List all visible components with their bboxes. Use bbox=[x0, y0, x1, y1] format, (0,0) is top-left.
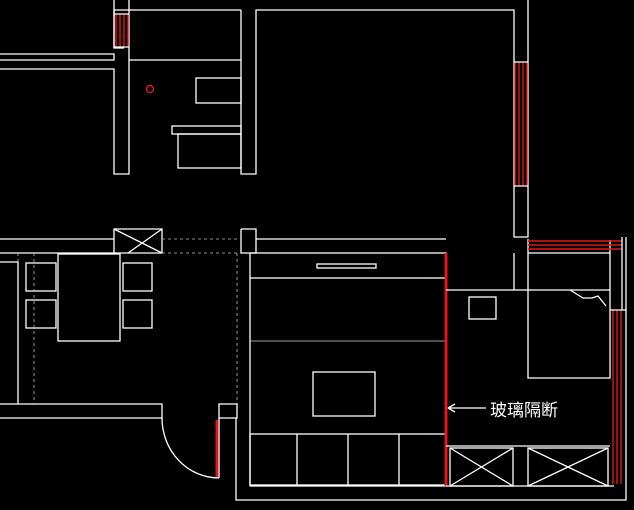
wardrobes bbox=[446, 447, 614, 487]
top-left-walls bbox=[0, 0, 529, 238]
bedroom-window bbox=[528, 237, 627, 501]
arrow-left-icon bbox=[447, 403, 486, 413]
lower-left-walls bbox=[0, 403, 614, 501]
bathroom-fixtures bbox=[145, 77, 242, 169]
window-left bbox=[114, 13, 129, 48]
window-right bbox=[514, 61, 528, 187]
nightstand bbox=[468, 296, 497, 320]
middle-walls bbox=[0, 228, 611, 254]
dining-set bbox=[25, 253, 153, 342]
bedroom-walls bbox=[446, 253, 611, 447]
glass-partition-annotation: 玻璃隔断 bbox=[447, 401, 558, 421]
bed bbox=[527, 253, 611, 379]
dining-left-boundary bbox=[0, 253, 238, 404]
living-room bbox=[249, 252, 447, 487]
glass-partition-label: 玻璃隔断 bbox=[490, 401, 558, 421]
socket-icon bbox=[145, 84, 155, 94]
